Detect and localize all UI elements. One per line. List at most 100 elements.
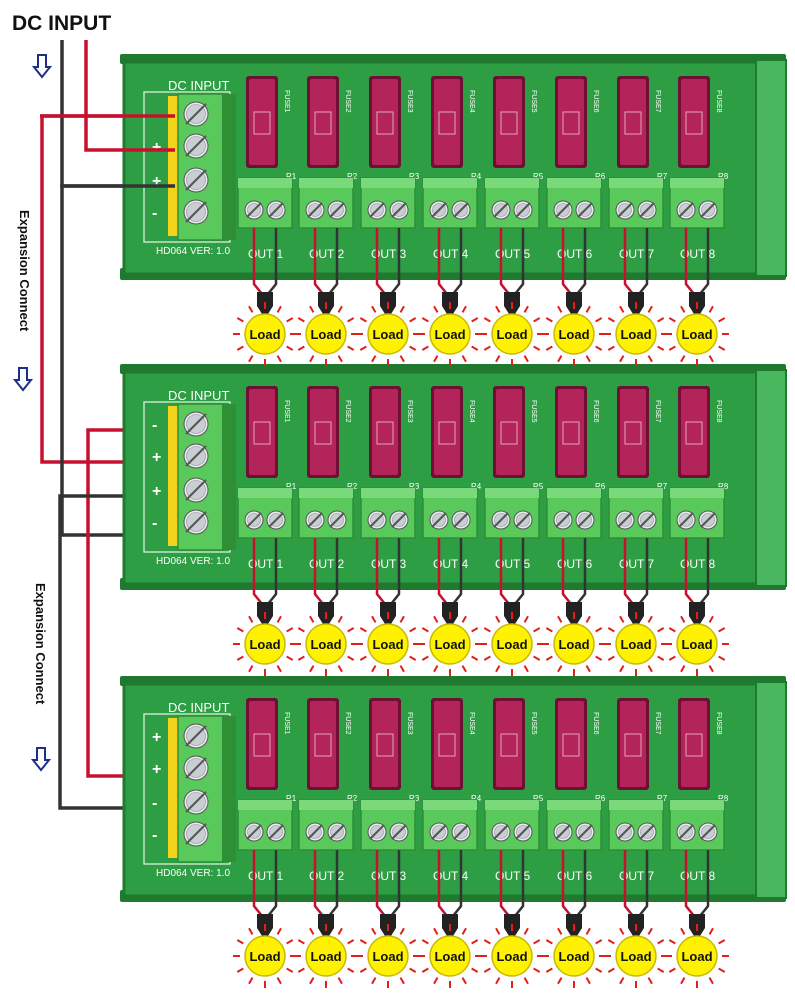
- input-wire-black: [60, 40, 175, 188]
- polarity-label: +: [152, 449, 161, 466]
- screw-icon: [305, 200, 325, 220]
- fuse-label: FUSE4: [468, 90, 475, 113]
- load-bulb-4: Load: [418, 850, 482, 988]
- load-label: Load: [249, 637, 280, 652]
- polarity-label: +: [152, 483, 161, 500]
- yellow-strip: [168, 96, 178, 236]
- load-wire-black: [267, 538, 278, 605]
- output-label: OUT 4: [433, 557, 468, 571]
- light-rays-icon: [542, 612, 606, 676]
- screw-icon: [429, 510, 449, 530]
- load-bulb-5: Load: [480, 228, 544, 366]
- fuse-5: [493, 76, 525, 168]
- fuse-label: FUSE6: [592, 90, 599, 113]
- bulb-icon: [305, 935, 347, 977]
- load-label: Load: [620, 327, 651, 342]
- resistor-label: R3: [409, 482, 420, 491]
- screw-icon: [266, 822, 286, 842]
- output-label: OUT 4: [433, 247, 468, 261]
- light-rays-icon: [665, 924, 729, 988]
- load-bulb-6: Load: [542, 850, 606, 988]
- board-model: HD064: [156, 556, 188, 567]
- screw-icon: [429, 200, 449, 220]
- fuse-label: FUSE2: [344, 712, 351, 735]
- light-rays-icon: [542, 302, 606, 366]
- load-label: Load: [496, 637, 527, 652]
- screw-icon: [327, 200, 347, 220]
- load-wire-black: [452, 850, 463, 917]
- fuse-7: [617, 698, 649, 790]
- output-label: OUT 8: [680, 247, 715, 261]
- bulb-icon: [676, 623, 718, 665]
- resistor-label: R5: [533, 482, 544, 491]
- resistor-label: R8: [718, 482, 729, 491]
- load-bulb-7: Load: [604, 228, 668, 366]
- output-label: OUT 5: [495, 869, 530, 883]
- screw-icon: [553, 200, 573, 220]
- resistor-label: R7: [657, 172, 668, 181]
- output-terminal-4: [422, 799, 478, 851]
- output-label: OUT 3: [371, 247, 406, 261]
- expansion-connect-label-1: Expansion Connect: [17, 210, 32, 332]
- bulb-icon: [615, 623, 657, 665]
- fuse-label: FUSE4: [468, 400, 475, 423]
- resistor-label: R8: [718, 794, 729, 803]
- polarity-label: +: [152, 139, 161, 156]
- resistor-label: R4: [471, 482, 482, 491]
- input-terminal-side: [222, 404, 236, 550]
- output-label: OUT 1: [248, 247, 283, 261]
- load-label: Load: [681, 949, 712, 964]
- screw-icon: [244, 200, 264, 220]
- fuse-3: [369, 386, 401, 478]
- screw-icon: [676, 200, 696, 220]
- board-model: HD064: [156, 246, 188, 257]
- load-label: Load: [496, 949, 527, 964]
- load-wire-black: [699, 850, 710, 917]
- output-label: OUT 4: [433, 869, 468, 883]
- load-wire-red: [252, 850, 263, 917]
- screw-icon: [183, 199, 209, 225]
- side-clip: [755, 369, 787, 587]
- screw-icon: [266, 510, 286, 530]
- screw-icon: [389, 510, 409, 530]
- load-wire-black: [638, 228, 649, 295]
- load-label: Load: [372, 637, 403, 652]
- polarity-label: -: [152, 515, 157, 532]
- load-bulb-7: Load: [604, 850, 668, 988]
- fuse-7: [617, 386, 649, 478]
- load-label: Load: [310, 327, 341, 342]
- resistor-label: R3: [409, 172, 420, 181]
- screw-icon: [183, 411, 209, 437]
- load-bulb-2: Load: [294, 850, 358, 988]
- labels-layer: DC INPUT Expansion Connect Expansion Con…: [12, 12, 111, 772]
- board-header: DC INPUT: [168, 700, 229, 715]
- output-terminal-2: [298, 799, 354, 851]
- screw-icon: [575, 200, 595, 220]
- light-rays-icon: [542, 924, 606, 988]
- load-wire-red: [623, 228, 634, 295]
- fuse-8: [678, 698, 710, 790]
- bulb-icon: [429, 623, 471, 665]
- polarity-label: +: [152, 729, 161, 746]
- light-rays-icon: [604, 612, 668, 676]
- fuse-label: FUSE3: [406, 712, 413, 735]
- screw-icon: [367, 822, 387, 842]
- light-rays-icon: [480, 612, 544, 676]
- light-rays-icon: [604, 924, 668, 988]
- output-terminal-7: [608, 487, 664, 539]
- output-terminal-5: [484, 177, 540, 229]
- bulb-icon: [244, 313, 286, 355]
- load-wire-red: [684, 228, 695, 295]
- screw-icon: [575, 510, 595, 530]
- resistor-label: R1: [286, 794, 297, 803]
- load-bulb-5: Load: [480, 850, 544, 988]
- board-model: HD064: [156, 868, 188, 879]
- load-wire-black: [452, 538, 463, 605]
- output-terminal-3: [360, 487, 416, 539]
- resistor-label: R2: [347, 794, 358, 803]
- output-terminal-5: [484, 487, 540, 539]
- light-rays-icon: [233, 924, 297, 988]
- load-wire-red: [313, 850, 324, 917]
